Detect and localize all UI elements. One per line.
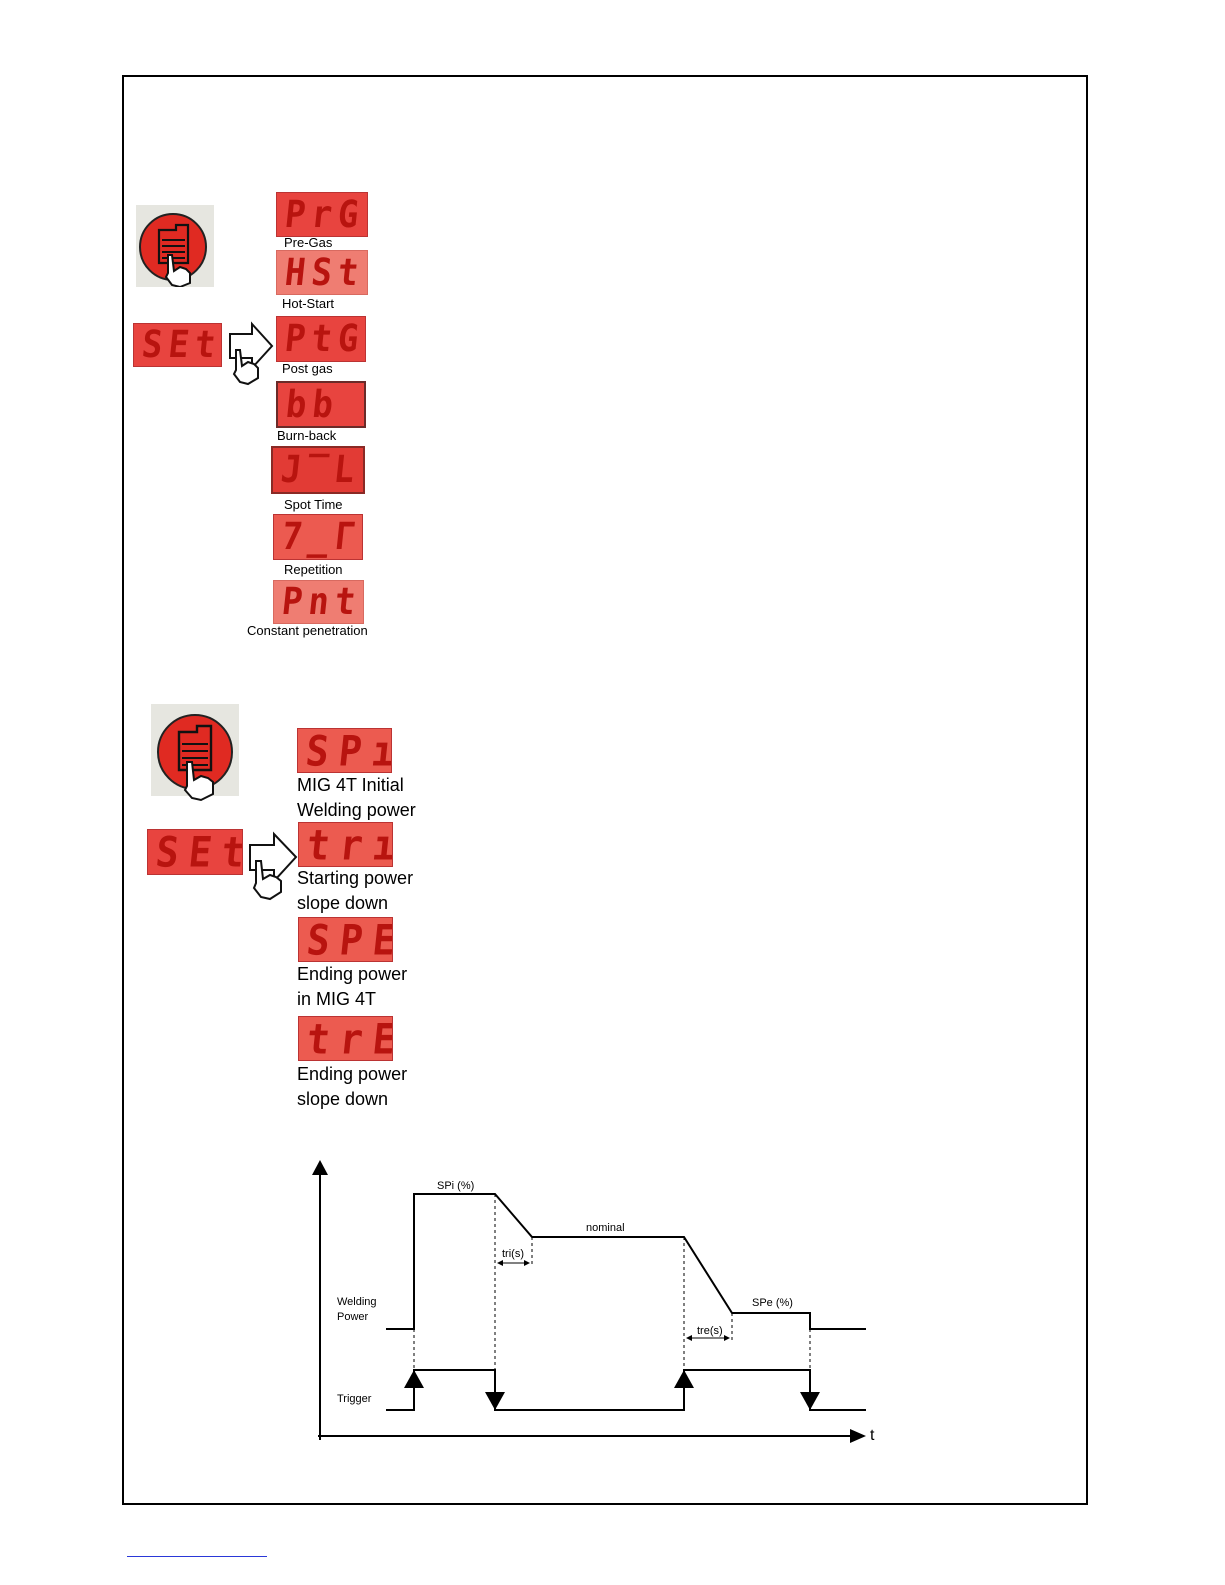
display-hst: HSt (276, 250, 368, 295)
display-hst-text: HSt (283, 254, 366, 291)
set-display: SEt (133, 323, 222, 367)
spi-label: SPi (%) (437, 1180, 474, 1192)
time-axis-label: t (870, 1427, 875, 1444)
display-repetition: 7_Γ (273, 514, 363, 560)
display-tri-text: trı (305, 824, 393, 866)
tri-label: tri(s) (502, 1248, 524, 1260)
display-prg: PrG (276, 192, 368, 237)
pointing-hand-arrow-icon[interactable] (228, 316, 276, 386)
label-burn-back: Burn-back (277, 428, 336, 443)
label-hot-start: Hot-Start (282, 296, 334, 311)
trigger-release-arrow (485, 1392, 505, 1410)
menu-document-icon (136, 205, 214, 287)
display-tre-text: trE (305, 1018, 393, 1060)
set-display-2-text: SEt (154, 831, 243, 873)
set-display-text: SEt (140, 326, 222, 363)
set-display-2: SEt (147, 829, 243, 875)
display-tri: trı (298, 822, 393, 867)
trigger-label: Trigger (337, 1393, 372, 1405)
display-spe: SPE (298, 917, 393, 962)
label-tri-line2: slope down (297, 891, 413, 916)
label-spe-line2: in MIG 4T (297, 987, 407, 1012)
display-bb: bb (276, 381, 366, 428)
trigger-curve (386, 1370, 866, 1410)
label-spe: Ending power in MIG 4T (297, 962, 407, 1012)
display-spot-time-text: J‾L (279, 451, 362, 488)
trigger-press-arrow (404, 1370, 424, 1388)
label-tri-line1: Starting power (297, 866, 413, 891)
x-axis-arrow (850, 1429, 866, 1443)
display-spot-time: J‾L (271, 446, 365, 494)
label-spi-line1: MIG 4T Initial (297, 773, 416, 798)
label-spe-line1: Ending power (297, 962, 407, 987)
welding-power-curve (386, 1194, 866, 1329)
label-spi-line2: Welding power (297, 798, 416, 823)
tre-label: tre(s) (697, 1325, 723, 1337)
label-tri: Starting power slope down (297, 866, 413, 916)
display-spe-text: SPE (305, 919, 393, 961)
trigger-press-arrow (674, 1370, 694, 1388)
menu-button-2[interactable] (151, 704, 239, 796)
menu-button[interactable] (136, 205, 214, 287)
display-pnt-text: Pnt (280, 583, 363, 620)
nominal-label: nominal (586, 1222, 625, 1234)
label-constant-penetration: Constant penetration (247, 623, 368, 638)
label-spot-time: Spot Time (284, 497, 343, 512)
label-tre-line2: slope down (297, 1087, 407, 1112)
footer-link-underline[interactable] (127, 1556, 267, 1557)
display-spi: SPı (297, 728, 392, 773)
display-repetition-text: 7_Γ (280, 518, 363, 555)
welding-power-label-2: Power (337, 1311, 369, 1323)
spe-label: SPe (%) (752, 1297, 793, 1309)
display-ptg-text: PtG (283, 320, 366, 357)
display-bb-text: bb (284, 386, 341, 423)
trigger-release-arrow (800, 1392, 820, 1410)
label-repetition: Repetition (284, 562, 343, 577)
y-axis-arrow (312, 1160, 328, 1175)
label-pre-gas: Pre-Gas (284, 235, 332, 250)
display-spi-text: SPı (304, 730, 392, 772)
welding-power-label-1: Welding (337, 1296, 377, 1308)
display-tre: trE (298, 1016, 393, 1061)
mig-4t-timing-diagram: SPi (%) nominal tri(s) tre(s) SPe (%) We… (300, 1150, 900, 1460)
label-tre-line1: Ending power (297, 1062, 407, 1087)
label-tre: Ending power slope down (297, 1062, 407, 1112)
display-ptg: PtG (276, 316, 366, 362)
menu-document-icon (151, 704, 239, 824)
label-spi: MIG 4T Initial Welding power (297, 773, 416, 823)
display-pnt: Pnt (273, 580, 364, 624)
pointing-hand-arrow-icon[interactable] (248, 825, 300, 901)
label-post-gas: Post gas (282, 361, 333, 376)
display-prg-text: PrG (283, 196, 366, 233)
